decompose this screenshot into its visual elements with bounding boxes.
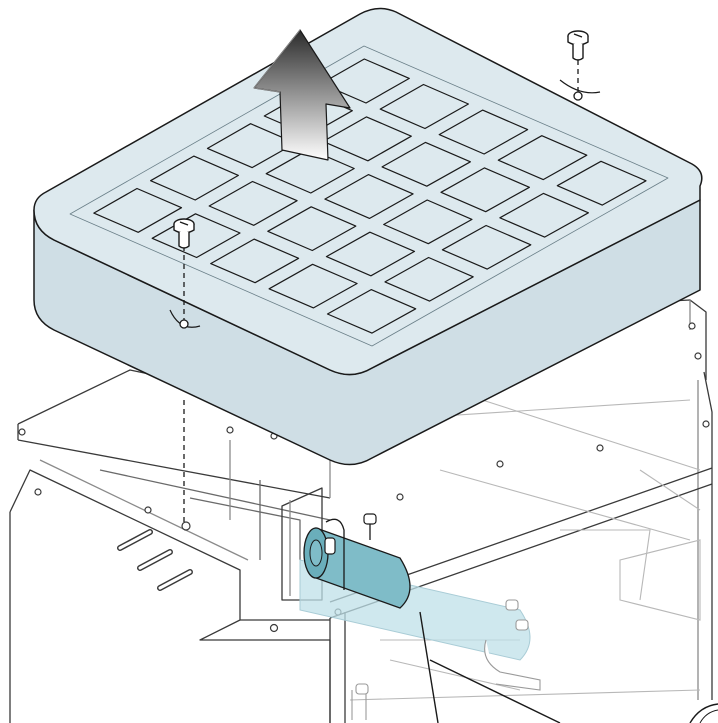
filter-grid-cell [384,256,474,302]
filter-grid-cell [208,180,298,226]
housing [9,299,713,723]
filter-grid-cell [556,160,647,206]
filter-grid-cell [210,238,300,284]
filter-grid-cell [320,58,410,104]
screw-icon [173,218,195,249]
screw-icon [173,30,589,249]
filter-panel [33,7,703,466]
filter-grid-cell [379,83,469,130]
filter-grid-cell [267,206,357,252]
filter-grid-cell [438,109,529,155]
uv-lamp-icon [299,513,541,720]
filter-grid-cell [325,231,416,277]
filter-grid-cell [326,289,417,334]
filter-grid-cell [265,148,355,194]
screw-icon [567,30,589,61]
filter-grid-cell [440,167,530,213]
screw-alignment-lines [183,60,579,524]
filter-grid-cell [497,135,588,181]
filter-grid-cell [322,116,412,162]
housing-ghost-lines [349,379,701,701]
callout-leader [419,611,718,723]
filter-grid-cell [268,263,358,309]
filter-grid-cell [383,199,473,245]
filter-grid-cell [150,155,239,201]
filter-grid-cell [499,192,589,238]
filter-grid [93,58,647,334]
arrow-up-icon [253,29,351,161]
filter-grid-cell [441,224,532,270]
filter-grid-cell [93,187,183,233]
filter-grid-cell [381,141,471,187]
filter-grid-cell [324,174,414,219]
